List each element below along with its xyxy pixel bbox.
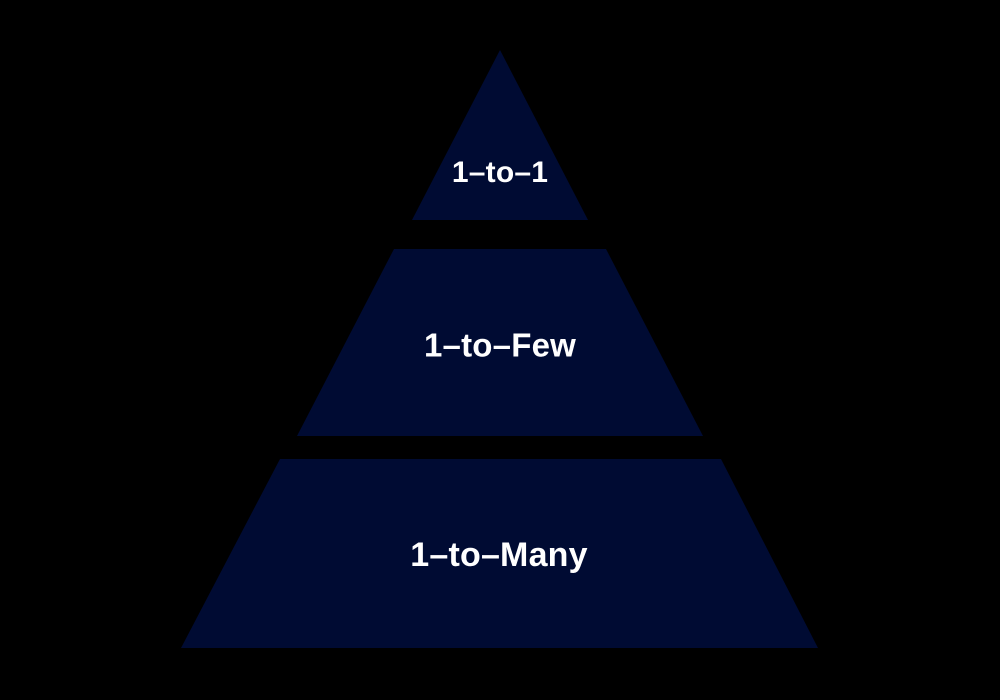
tier-shape-bottom[interactable]: [181, 459, 818, 648]
pyramid-tier-1-to-many[interactable]: 1–to–Many: [181, 459, 818, 648]
pyramid-tier-1-to-1[interactable]: 1–to–1: [412, 50, 588, 220]
tier-label-top: 1–to–1: [452, 156, 548, 189]
tier-shape-top[interactable]: [412, 50, 588, 220]
pyramid-tier-1-to-few[interactable]: 1–to–Few: [297, 249, 703, 436]
tier-label-middle: 1–to–Few: [424, 327, 576, 364]
tier-label-bottom: 1–to–Many: [410, 536, 588, 574]
tier-shape-middle[interactable]: [297, 249, 703, 436]
